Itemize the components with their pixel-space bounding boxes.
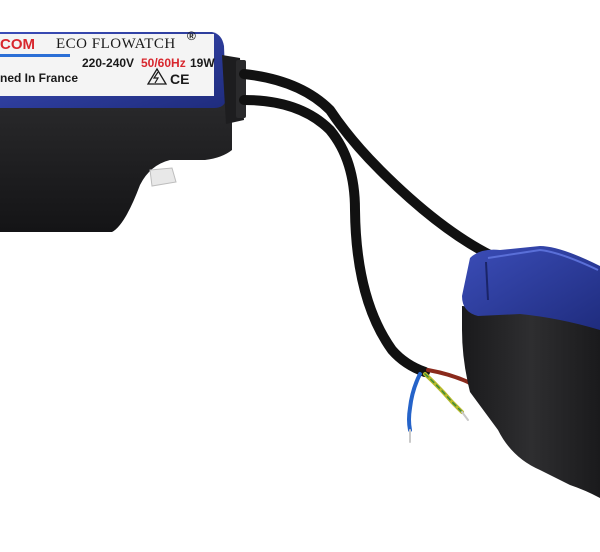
cable-to-pump [239,69,497,261]
brand-text: COM [0,36,35,53]
control-unit-housing [0,95,232,232]
wire-blue [407,372,422,432]
model-text: ECO FLOWATCH [56,36,176,52]
power-cables [239,69,497,443]
pump-unit-cover [462,246,600,330]
label-stripe [0,54,70,57]
pump-unit-housing [462,306,600,498]
ce-mark-icon: CE [170,71,189,87]
pump-unit [462,246,600,498]
product-label [0,34,214,96]
registered-mark: ® [187,29,196,43]
power-text: 19W [190,56,215,70]
voltage-text: 220-240V [82,56,134,70]
frequency-text: 50/60Hz [141,56,186,70]
wire-earth-green-stripe [424,373,463,413]
cable-to-wires [239,95,430,377]
pump-lid-groove [485,261,489,301]
high-voltage-warning-icon [146,67,168,85]
pump-lid-highlight [487,248,599,271]
cable-gland-ridge [236,60,246,118]
control-unit: COM ECO FLOWATCH ® 220-240V 50/60Hz 19W … [0,29,246,232]
mounting-clip [149,167,177,187]
origin-text: ned In France [0,71,78,85]
